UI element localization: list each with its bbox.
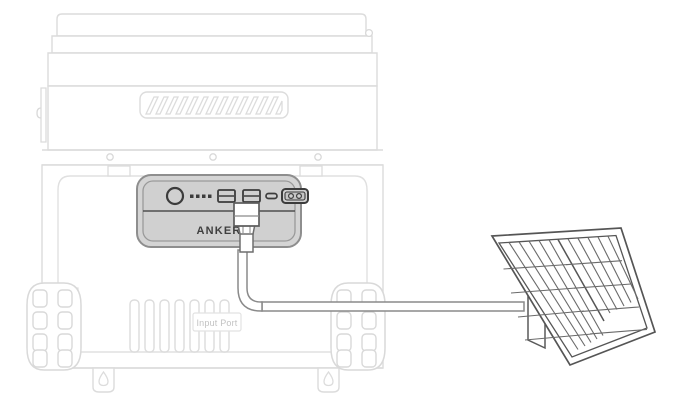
cable-plug-body[interactable] (233, 202, 260, 227)
foot-bracket-left (92, 367, 115, 393)
foot-hole-icon (323, 370, 334, 387)
usb-a-port-1[interactable] (217, 189, 236, 203)
upper-cabinet (36, 85, 378, 151)
panel-busbars-left (503, 263, 593, 341)
wheel-left (26, 282, 82, 371)
cable-strain-relief (239, 231, 254, 253)
vent-hatch-icon (144, 96, 283, 115)
lid-second-slab (51, 35, 373, 54)
louver-slat (159, 299, 170, 353)
body-tab (299, 165, 323, 177)
panel-fold-seam (557, 239, 605, 322)
power-button[interactable] (165, 186, 185, 206)
louver-slat (144, 299, 155, 353)
louver-slat (129, 299, 140, 353)
input-port-label-plate (192, 312, 242, 332)
cable-vertical-drop (237, 249, 263, 312)
input-port-label: Input Port (196, 318, 237, 328)
top-vent-grille (139, 91, 289, 119)
power-station: Input Port (26, 13, 386, 393)
usb-a-port-2[interactable] (242, 189, 261, 203)
foot-hole-icon (98, 370, 109, 387)
panel-cells-right (567, 236, 639, 314)
usb-c-port[interactable] (265, 192, 278, 200)
wheel-right (330, 282, 386, 371)
side-latch-notch-icon (36, 107, 42, 119)
dc-input-port[interactable] (281, 188, 309, 204)
stacked-lid (47, 13, 378, 87)
lid-third-slab (47, 52, 378, 87)
battery-level-indicator (190, 194, 212, 198)
control-panel: ANKER (136, 174, 309, 248)
side-latch (40, 87, 47, 143)
lid-hinge-icon (364, 28, 374, 38)
foldable-solar-panel (490, 227, 657, 367)
battery-dot-icon (190, 194, 194, 198)
screw-hole-icon (209, 153, 217, 161)
input-port-label-group: Input Port (192, 312, 242, 332)
battery-dot-icon (196, 194, 200, 198)
screw-hole-icon (314, 153, 322, 161)
body-seam (42, 149, 383, 166)
brand-wordmark: ANKER (196, 225, 241, 237)
body-tab (107, 165, 131, 177)
solar-input-cable (233, 202, 525, 312)
dc-socket-pin-icon (296, 193, 303, 200)
battery-dot-icon (202, 194, 206, 198)
port-row (165, 186, 309, 206)
louver-slat (174, 299, 185, 353)
battery-dot-icon (208, 194, 212, 198)
dc-socket-pin-icon (288, 193, 295, 200)
panel-cells-left (508, 239, 604, 350)
foot-bracket-right (317, 367, 340, 393)
cable-horizontal-run (261, 301, 525, 312)
panel-busbars-right (565, 260, 648, 335)
panel-frame-inner (497, 234, 648, 358)
lid-top-slab (56, 13, 367, 37)
screw-hole-icon (106, 153, 114, 161)
